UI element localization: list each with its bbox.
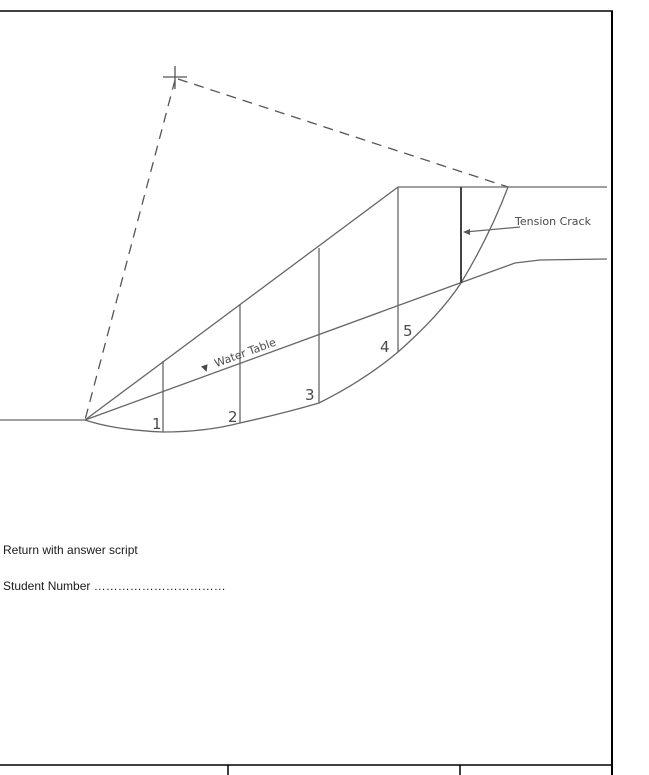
slice-number-4: 4 [380,338,390,356]
slip-surface-arc [84,186,509,433]
student-number-field: Student Number …………………………… [3,579,226,593]
water-table-symbol-icon: ▼ [201,363,211,375]
slice-boundaries [162,187,399,432]
page-frame [0,10,613,775]
circle-centre-cross-icon [163,66,187,89]
radius-lines [84,78,509,421]
student-number-dots: …………………………… [93,579,226,593]
return-instruction: Return with answer script [3,543,138,557]
slice-number-1: 1 [152,415,162,433]
water-table-line [84,258,608,421]
tension-crack-label: Tension Crack [514,215,592,228]
slice-number-3: 3 [305,386,315,404]
tension-crack-leader [463,226,521,235]
ground-profile [0,186,607,421]
slice-number-5: 5 [403,322,413,340]
student-number-label: Student Number [3,579,91,593]
arrowhead-icon [463,229,470,235]
slice-number-2: 2 [228,408,238,426]
